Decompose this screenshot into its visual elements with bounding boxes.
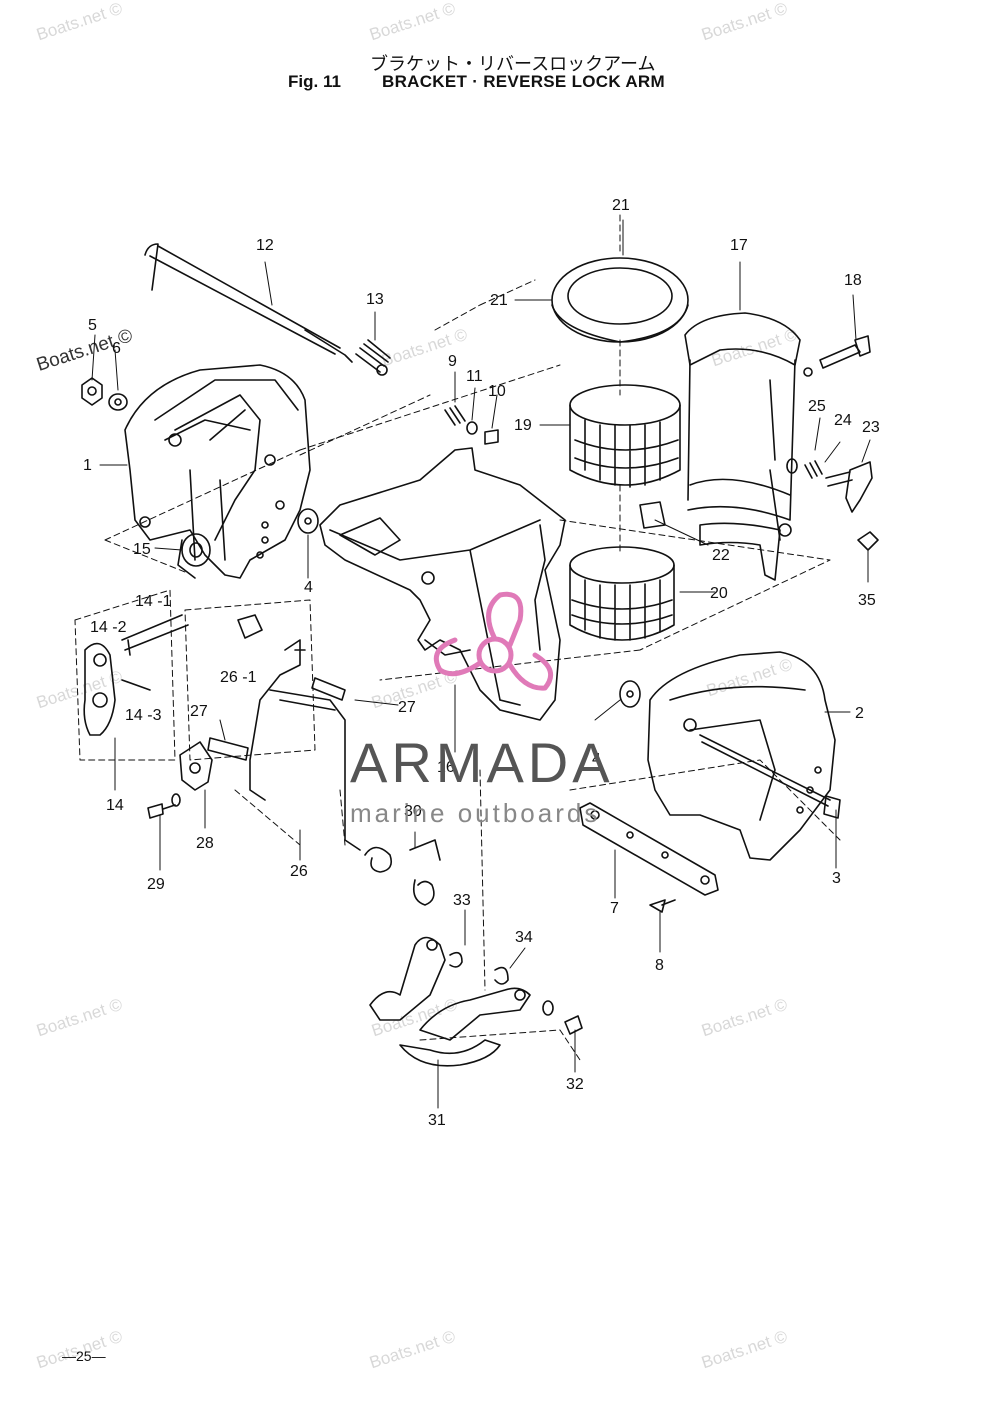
part-9-spring: [444, 405, 466, 426]
label-19: 19: [514, 417, 532, 434]
label-17: 17: [730, 237, 748, 254]
part-11-washer: [466, 421, 478, 435]
part-16-swivel-bracket: [319, 447, 566, 721]
label-13: 13: [366, 291, 384, 308]
part-8-screw: [649, 899, 676, 913]
part-4-washer: [297, 508, 319, 534]
part-27-pin: [311, 677, 346, 701]
label-16: 16: [437, 759, 455, 776]
label-15: 15: [133, 541, 151, 558]
page-number: —25—: [62, 1348, 106, 1364]
label-21: 21: [612, 197, 630, 214]
label-31: 31: [428, 1112, 446, 1129]
part-3-bolt: [699, 734, 841, 819]
label-4: 4: [304, 579, 313, 596]
part-21-ring: [551, 257, 689, 343]
label-2: 2: [855, 705, 864, 722]
part-20-bushing: [569, 546, 675, 641]
part-29-bolt: [147, 793, 181, 819]
armada-tagline: marine outboards: [350, 798, 601, 828]
label-23: 23: [862, 419, 880, 436]
part-labels: 1 2 3 4 4 5 6 7 8 9 10 11 12 13 14 14 -1…: [83, 197, 880, 1129]
label-29: 29: [147, 876, 165, 893]
title-japanese: ブラケット・リバースロックアーム: [370, 54, 656, 75]
label-11: 11: [466, 368, 483, 385]
label-5: 5: [88, 317, 97, 334]
part-34-spring: [494, 966, 509, 985]
part-27-pin: [207, 737, 249, 761]
label-27: 27: [190, 703, 208, 720]
label-28: 28: [196, 835, 214, 852]
part-30-spring: [364, 839, 441, 906]
label-9: 9: [448, 353, 457, 370]
part-1-left-bracket: [124, 364, 311, 579]
part-13-spring: [355, 339, 391, 376]
part-26-arm: [237, 614, 361, 851]
label-26: 26: [290, 863, 308, 880]
label-26-1: 26 -1: [220, 669, 257, 686]
part-5-nut: [81, 377, 103, 406]
label-10: 10: [488, 383, 506, 400]
label-14-3: 14 -3: [125, 707, 162, 724]
label-32: 32: [566, 1076, 584, 1093]
part-10-bolt: [484, 429, 499, 445]
label-34: 34: [515, 929, 533, 946]
part-4-washer: [619, 680, 641, 708]
label-12: 12: [256, 237, 274, 254]
part-25-washer: [786, 458, 798, 474]
label-30: 30: [404, 803, 422, 820]
part-35-grease-nipple: [857, 531, 879, 551]
label-14: 14: [106, 797, 124, 814]
label-21: 21: [490, 292, 508, 309]
part-32-bolt: [542, 1000, 583, 1035]
part-14-lock-assembly: [83, 614, 189, 736]
part-31-reverse-lock-arm: [369, 936, 531, 1067]
part-17-holder: [684, 312, 801, 581]
part-33-spring: [449, 951, 463, 968]
label-8: 8: [655, 957, 664, 974]
part-2-right-bracket: [647, 651, 836, 861]
part-19-bushing: [569, 384, 681, 488]
label-22: 22: [712, 547, 730, 564]
label-24: 24: [834, 412, 852, 429]
part-7-plate: [579, 802, 719, 896]
part-28-plate: [179, 741, 213, 791]
label-27: 27: [398, 699, 416, 716]
label-7: 7: [610, 900, 619, 917]
part-22-pad: [639, 501, 666, 529]
part-18-bolt: [803, 335, 871, 377]
label-14-1: 14 -1: [135, 593, 172, 610]
title-english: BRACKET · REVERSE LOCK ARM: [382, 72, 665, 91]
label-1: 1: [83, 457, 92, 474]
part-23-knob: [825, 461, 873, 513]
label-18: 18: [844, 272, 862, 289]
part-24-spring: [804, 460, 823, 479]
label-6: 6: [112, 340, 121, 357]
figure-number: Fig. 11: [288, 72, 341, 91]
label-4: 4: [592, 751, 601, 768]
label-14-2: 14 -2: [90, 619, 127, 636]
propeller-logo-icon: [433, 591, 554, 691]
label-3: 3: [832, 870, 841, 887]
armada-logo-text: ARMADA: [350, 731, 614, 794]
label-35: 35: [858, 592, 876, 609]
leader-lines: [91, 219, 871, 1109]
part-6-washer: [108, 393, 128, 411]
assembly-guide-lines: [74, 214, 841, 1061]
label-25: 25: [808, 398, 826, 415]
label-33: 33: [453, 892, 471, 909]
part-12-rod: [144, 243, 353, 363]
label-20: 20: [710, 585, 728, 602]
